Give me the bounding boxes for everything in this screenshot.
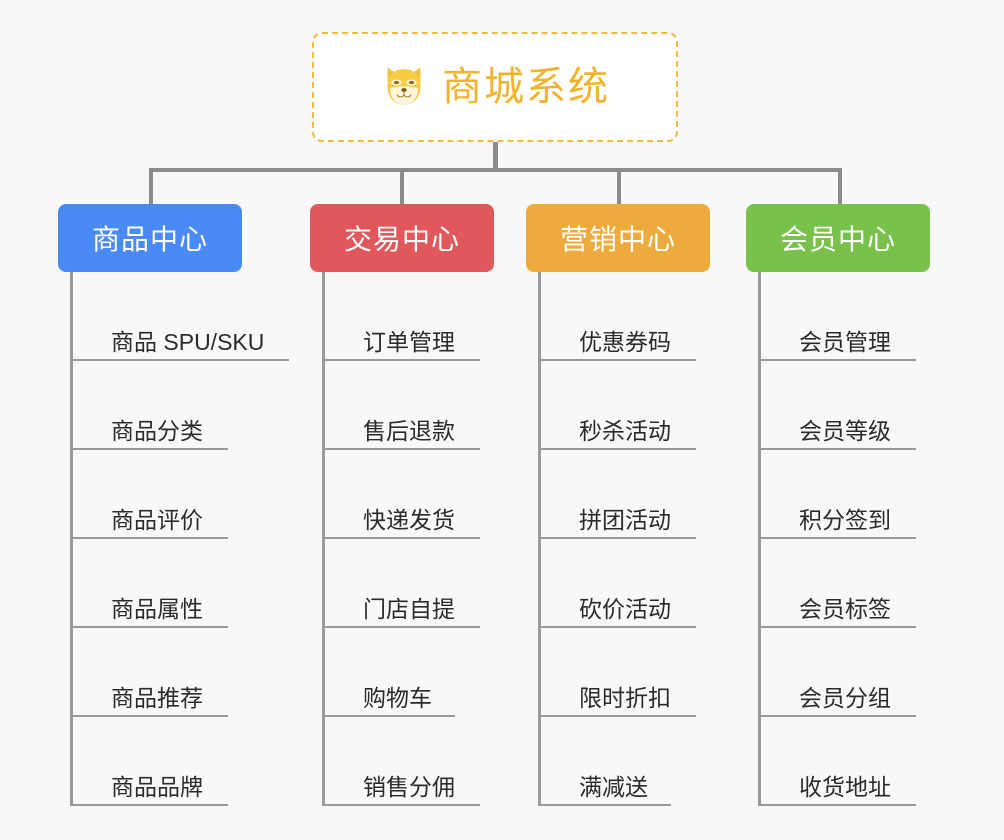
column-member-center: 会员中心会员管理会员等级积分签到会员标签会员分组收货地址: [746, 204, 930, 806]
leaf-item-label: 购物车: [363, 684, 432, 711]
leaf-item[interactable]: 售后退款: [325, 361, 494, 450]
column-marketing-center: 营销中心优惠券码秒杀活动拼团活动砍价活动限时折扣满减送: [526, 204, 710, 806]
leaf-item-label: 收货地址: [799, 773, 891, 800]
leaf-item-rule: [541, 359, 696, 361]
leaf-item[interactable]: 积分签到: [761, 450, 930, 539]
leaf-list-product-center: 商品 SPU/SKU 商品分类商品评价商品属性商品推荐商品品牌: [70, 272, 289, 806]
leaf-item-rule: [325, 804, 480, 806]
leaf-item-rule: [325, 448, 480, 450]
leaf-item[interactable]: 购物车: [325, 628, 494, 717]
root-title: 商城系统: [442, 65, 610, 109]
connector-drop-1: [149, 168, 153, 206]
leaf-item[interactable]: 商品 SPU/SKU: [73, 272, 289, 361]
connector-drop-2: [400, 168, 404, 206]
leaf-item[interactable]: 拼团活动: [541, 450, 710, 539]
leaf-item[interactable]: 商品分类: [73, 361, 264, 450]
leaf-item-label: 门店自提: [363, 595, 455, 622]
leaf-item-rule: [73, 626, 228, 628]
leaf-item-label: 积分签到: [799, 506, 891, 533]
leaf-item-label: 会员管理: [799, 328, 891, 355]
leaf-item-rule: [73, 715, 228, 717]
leaf-item-rule: [325, 715, 455, 717]
leaf-item-label: 订单管理: [363, 328, 455, 355]
shiba-dog-icon: [387, 67, 421, 105]
category-header-marketing-center[interactable]: 营销中心: [526, 204, 710, 272]
leaf-item[interactable]: 优惠券码: [541, 272, 710, 361]
leaf-item-label: 会员标签: [799, 595, 891, 622]
leaf-item-label: 砍价活动: [579, 595, 671, 622]
leaf-item[interactable]: 满减送: [541, 717, 710, 806]
leaf-item-label: 售后退款: [363, 417, 455, 444]
leaf-item-rule: [761, 715, 916, 717]
leaf-item-rule: [541, 715, 696, 717]
leaf-list-member-center: 会员管理会员等级积分签到会员标签会员分组收货地址: [758, 272, 930, 806]
leaf-list-marketing-center: 优惠券码秒杀活动拼团活动砍价活动限时折扣满减送: [538, 272, 710, 806]
leaf-item[interactable]: 会员标签: [761, 539, 930, 628]
connector-drop-4: [838, 168, 842, 206]
leaf-item-label: 拼团活动: [579, 506, 671, 533]
leaf-item[interactable]: 会员分组: [761, 628, 930, 717]
connector-drop-3: [617, 168, 621, 206]
leaf-item-rule: [761, 804, 916, 806]
connector-horizontal-bus: [149, 168, 842, 172]
leaf-item[interactable]: 快递发货: [325, 450, 494, 539]
leaf-item-rule: [541, 626, 696, 628]
leaf-item[interactable]: 会员等级: [761, 361, 930, 450]
leaf-item[interactable]: 销售分佣: [325, 717, 494, 806]
leaf-item-label: 商品分类: [111, 417, 203, 444]
leaf-item-rule: [73, 537, 228, 539]
leaf-item-label: 满减送: [579, 773, 648, 800]
leaf-item-rule: [761, 359, 916, 361]
leaf-item-rule: [541, 804, 671, 806]
leaf-item-label: 快递发货: [363, 506, 455, 533]
leaf-item-label: 销售分佣: [363, 773, 455, 800]
leaf-item-label: 商品 SPU/SKU: [111, 328, 265, 355]
leaf-item-rule: [761, 626, 916, 628]
leaf-item-label: 商品评价: [111, 506, 203, 533]
leaf-item-label: 限时折扣: [579, 684, 671, 711]
leaf-item-rule: [541, 537, 696, 539]
leaf-item[interactable]: 收货地址: [761, 717, 930, 806]
leaf-item-rule: [761, 448, 916, 450]
leaf-item-rule: [325, 359, 480, 361]
leaf-item-rule: [541, 448, 696, 450]
column-product-center: 商品中心商品 SPU/SKU 商品分类商品评价商品属性商品推荐商品品牌: [58, 204, 289, 806]
leaf-item-label: 商品推荐: [111, 684, 203, 711]
leaf-item[interactable]: 商品评价: [73, 450, 264, 539]
leaf-item-rule: [325, 626, 480, 628]
leaf-item[interactable]: 订单管理: [325, 272, 494, 361]
column-trade-center: 交易中心订单管理售后退款快递发货门店自提购物车销售分佣: [310, 204, 494, 806]
leaf-item[interactable]: 门店自提: [325, 539, 494, 628]
leaf-item-label: 商品属性: [111, 595, 203, 622]
category-header-member-center[interactable]: 会员中心: [746, 204, 930, 272]
category-header-product-center[interactable]: 商品中心: [58, 204, 242, 272]
category-header-trade-center[interactable]: 交易中心: [310, 204, 494, 272]
leaf-item[interactable]: 会员管理: [761, 272, 930, 361]
leaf-item-rule: [73, 359, 289, 361]
root-node[interactable]: 商城系统: [312, 32, 678, 142]
leaf-item[interactable]: 商品品牌: [73, 717, 264, 806]
leaf-item[interactable]: 商品属性: [73, 539, 264, 628]
leaf-item-rule: [325, 537, 480, 539]
leaf-item-label: 优惠券码: [579, 328, 671, 355]
leaf-item-label: 秒杀活动: [579, 417, 671, 444]
leaf-item[interactable]: 秒杀活动: [541, 361, 710, 450]
leaf-item-rule: [761, 537, 916, 539]
leaf-list-trade-center: 订单管理售后退款快递发货门店自提购物车销售分佣: [322, 272, 494, 806]
leaf-item-rule: [73, 804, 228, 806]
leaf-item[interactable]: 限时折扣: [541, 628, 710, 717]
leaf-item-label: 会员等级: [799, 417, 891, 444]
leaf-item-label: 商品品牌: [111, 773, 203, 800]
leaf-item-rule: [73, 448, 228, 450]
leaf-item[interactable]: 商品推荐: [73, 628, 264, 717]
leaf-item[interactable]: 砍价活动: [541, 539, 710, 628]
connector-root-stem: [493, 142, 498, 171]
leaf-item-label: 会员分组: [799, 684, 891, 711]
